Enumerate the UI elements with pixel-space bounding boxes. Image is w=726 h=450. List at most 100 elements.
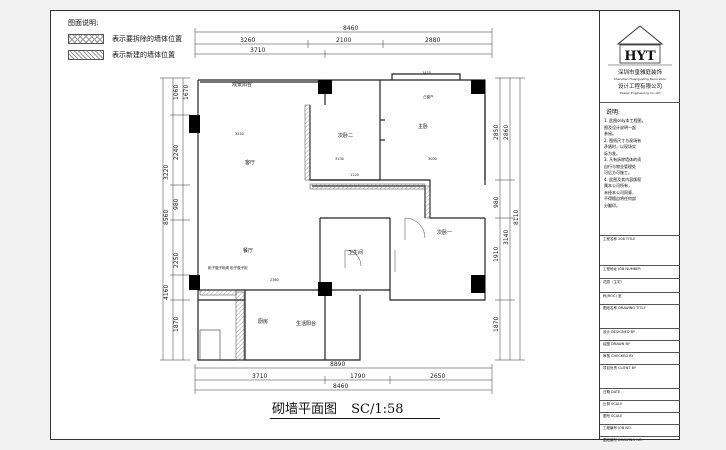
note-line: 1. 此图only本工程图，	[604, 118, 646, 123]
dim-right-b: 2860	[503, 125, 510, 140]
legend-row-demolish: 表示要拆除的墙体位置	[68, 34, 198, 44]
dim-top-total: 8460	[343, 25, 358, 32]
dim-right-e: 1910	[493, 247, 500, 262]
new-wall-swatch-icon	[68, 50, 104, 60]
note-line: 可后方可施工。	[604, 170, 632, 175]
notes-title: 说明:	[606, 109, 621, 116]
columns	[189, 80, 485, 296]
room-note: 柜子做子柜阁 柜子做子柜	[208, 265, 248, 270]
dim-inner-e: 1120	[350, 173, 359, 177]
note-line: 际为准。	[604, 150, 620, 156]
dim-inner-d: 1470	[422, 71, 431, 75]
dim-inner-c: 3000	[428, 157, 437, 161]
title-block-row: 比例 SCALE	[600, 400, 680, 408]
dim-left-f: 4160	[163, 285, 170, 300]
room-bedroom2: 次卧二	[338, 132, 353, 139]
legend-title: 图面说明:	[68, 19, 99, 27]
room-master: 主卧	[418, 123, 428, 130]
company-name-2-en: Design Engineering Co.,Ltd	[620, 91, 661, 95]
dim-right-total: 8110	[513, 210, 520, 225]
dim-bottom-a: 3710	[252, 373, 267, 380]
dim-top-a: 3260	[240, 37, 255, 44]
note-line: 参阅。	[604, 131, 616, 136]
title-block-row: 工程编号 JOB NO.	[600, 424, 680, 432]
left-dimension-labels: 8560 1060 3220 2240 980 2250 4160 1870 1…	[163, 85, 190, 332]
note-line: 未经本公司同意，	[604, 189, 636, 195]
room-kitchen: 厨房	[258, 318, 268, 325]
company-name-1: 深圳市皇雅庭装饰	[618, 68, 663, 76]
notes-list: 1. 此图only本工程图， 图及设计说明一起 参阅。2. 图纸尺寸与现场有 矛…	[600, 118, 680, 209]
legend-new-label: 表示新建的墙体位置	[112, 51, 175, 59]
dim-right-d: 3140	[503, 230, 510, 245]
drawing-title: 砌墙平面图 SC/1:58	[272, 398, 404, 417]
company-name-2: 设计工程有限公司	[618, 82, 662, 90]
room-service-balcony: 生活阳台	[296, 320, 316, 327]
dim-left-h: 1670	[183, 85, 190, 100]
title-block-row: 绘图 DRAWN BY	[600, 340, 680, 348]
dim-top-b: 2100	[336, 37, 351, 44]
dim-bottom-total: 8460	[333, 383, 348, 390]
title-block-row: 图号 SCALE	[600, 412, 680, 420]
title-block-row: 工程名称 208 TITLE	[600, 235, 680, 243]
dim-bottom-total-a: 8890	[330, 361, 345, 368]
legend: 图面说明: 表示要拆除的墙体位置 表示新建的墙体位置	[68, 18, 198, 60]
bottom-dimensions	[194, 364, 493, 394]
right-dimensions	[495, 77, 525, 361]
title-block-row: 审核 CHECKED BY	[600, 352, 680, 360]
dim-inner-f: 2360	[270, 278, 279, 282]
room-bath: 卫生间	[348, 249, 363, 256]
room-window: 凸窗户	[423, 94, 434, 99]
note-line: 矛盾时，以现场实	[604, 144, 636, 149]
right-dimension-labels: 2850 2860 980 3140 1910 1870 8110	[493, 125, 520, 332]
legend-demolish-label: 表示要拆除的墙体位置	[112, 35, 182, 43]
note-line: 4. 此图及其内容版权	[604, 176, 642, 182]
dim-top-c: 2880	[425, 37, 440, 44]
room-living: 客厅	[245, 159, 255, 166]
dim-right-f: 1870	[493, 317, 500, 332]
note-line: 分翻印。	[604, 202, 620, 208]
left-dimensions	[160, 77, 190, 361]
title-block-row: 图纸编号 DRAWING NO.	[600, 436, 680, 444]
hatched-walls	[199, 104, 431, 361]
notes-section: 说明: 1. 此图only本工程图， 图及设计说明一起 参阅。2. 图纸尺寸与现…	[600, 102, 680, 209]
note-line: 图及设计说明一起	[604, 124, 636, 130]
note-line: 2. 图纸尺寸与现场有	[604, 137, 642, 143]
room-balcony-view: 观景阳台	[232, 81, 252, 88]
room-bedroom1: 次卧一	[437, 229, 452, 236]
title-block-row: 栋(ROC) 室	[600, 292, 680, 300]
note-line: 自行与物业管理处	[604, 163, 636, 169]
dim-bottom-b: 1790	[350, 373, 365, 380]
dim-left-a: 1060	[173, 85, 180, 100]
title-block-row: 设计 DESIGNED BY	[600, 328, 680, 336]
title-block-row: 日期 DATE	[600, 388, 680, 396]
dim-inner-b: 3130	[335, 157, 344, 161]
drawing-frame	[50, 10, 680, 440]
dim-top-d: 3710	[250, 47, 265, 54]
dim-right-a: 2850	[493, 125, 500, 140]
title-block-row: 花园（主宅）	[600, 278, 680, 286]
title-underline	[270, 418, 440, 419]
title-block-row: 项目负责 CLIENT BY	[600, 364, 680, 372]
dim-left-e: 2250	[173, 253, 180, 268]
dim-inner-a: 3250	[235, 132, 244, 136]
dim-left-c: 2240	[173, 145, 180, 160]
dim-left-g: 1870	[173, 317, 180, 332]
drawing-scale: SC/1:58	[351, 402, 404, 417]
dim-right-c: 980	[493, 196, 500, 208]
dim-left-d: 980	[173, 198, 180, 210]
company-name-1-en: Shenzhen Huangyating Decoration	[614, 77, 666, 81]
logo-text: HYT	[624, 49, 656, 64]
dim-left-b: 3220	[163, 165, 170, 180]
demolish-swatch-icon	[68, 34, 104, 44]
dim-bottom-c: 2650	[430, 373, 445, 380]
doors	[344, 217, 426, 272]
drawing-title-text: 砌墙平面图	[272, 402, 338, 417]
company-logo-icon: HYT 深圳市皇雅庭装饰 Shenzhen Huangyating Decora…	[608, 25, 672, 95]
dim-left-total: 8560	[163, 210, 170, 225]
note-line: 属本公司所有，	[604, 183, 632, 188]
room-dining: 餐厅	[243, 247, 253, 254]
top-dimensions	[194, 28, 493, 58]
note-line: 3. 凡有拆除墙体的须	[604, 157, 642, 162]
